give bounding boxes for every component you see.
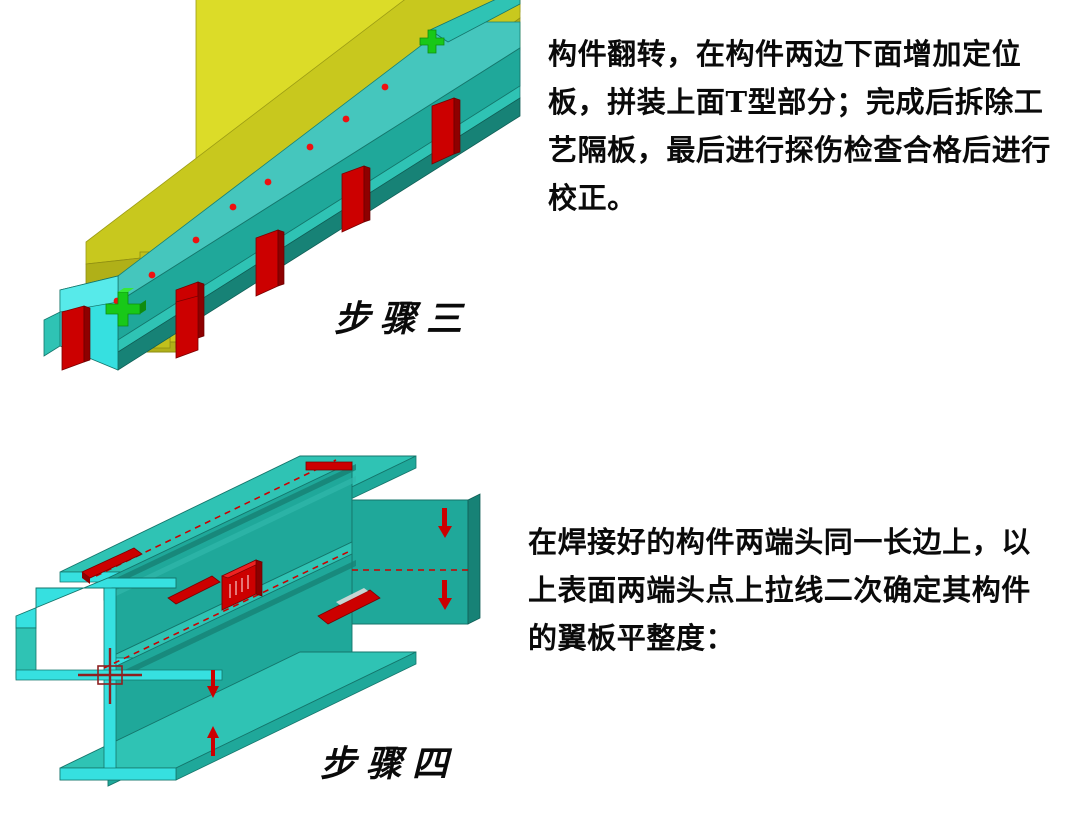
line-clamp-right <box>317 588 381 625</box>
datum-cross-left <box>105 288 146 327</box>
step3-label: 步骤三 <box>334 298 473 340</box>
gauge-block-top <box>221 559 263 611</box>
locating-plate-near-4 <box>431 97 461 165</box>
locating-plates <box>61 97 461 371</box>
end-arrow-lower <box>438 580 452 610</box>
step3-svg <box>43 0 521 371</box>
locating-plate-far-right <box>175 295 199 359</box>
teal-beam-body <box>43 21 521 371</box>
locating-plate-near-2 <box>255 229 285 297</box>
line-clamp-mid <box>167 575 221 605</box>
step4-label: 步骤四 <box>320 743 459 785</box>
upper-web <box>107 461 356 659</box>
step4-svg <box>15 455 481 787</box>
end-cross-section <box>15 577 223 781</box>
datum-cross-right <box>419 29 445 54</box>
end-arrow-upper <box>438 508 452 538</box>
step3-caption: 构件翻转，在构件两边下面增加定位板，拼装上面T型部分；完成后拆除工艺隔板，最后进… <box>548 37 1051 215</box>
locating-plate-far-left <box>61 305 91 371</box>
web-arrow-upper <box>207 670 219 698</box>
line-clamp-left <box>81 547 143 584</box>
center-cross-marker <box>78 648 142 704</box>
line-clamp-top-far <box>305 461 353 471</box>
step4-caption: 在焊接好的构件两端头同一长边上，以上表面两端头点上拉线二次确定其构件的翼板平整度… <box>528 525 1031 655</box>
step3-diagram <box>0 0 521 390</box>
weld-point-markers <box>113 83 389 305</box>
locating-plate-near-3 <box>341 165 371 233</box>
web-arrow-lower <box>207 726 219 756</box>
step4-diagram <box>0 420 520 800</box>
right-flange-panel <box>351 493 481 625</box>
